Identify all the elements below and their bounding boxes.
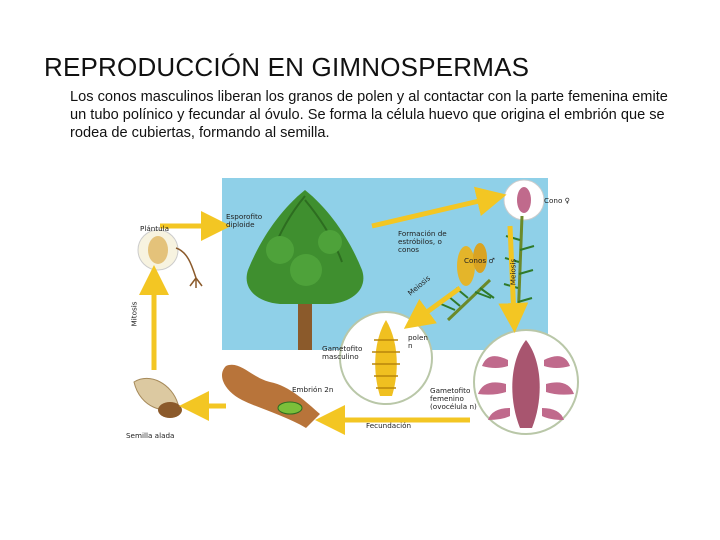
label-conos-male: Conos ♂ (464, 256, 495, 265)
life-cycle-illustration (133, 178, 579, 435)
branch-with-cones (440, 243, 495, 322)
label-formacion: Formación de estróbilos, o conos (398, 229, 447, 254)
label-plantula: Plántula (140, 224, 170, 233)
slide-body-text: Los conos masculinos liberan los granos … (70, 89, 668, 141)
pine-tree (246, 190, 364, 350)
label-esporofito: Esporofito diploide (226, 212, 263, 229)
label-cono-female: Cono ♀ (544, 196, 570, 205)
slide-title: REPRODUCCIÓN EN GIMNOSPERMAS (44, 52, 530, 82)
embryo-illustration (221, 364, 320, 428)
winged-seed (133, 377, 182, 418)
gymnosperm-life-cycle-diagram: Plántula Esporofito diploide Formación d… (126, 170, 590, 440)
label-semilla-alada: Semilla alada (126, 431, 175, 440)
label-polen: polen n (408, 333, 428, 350)
label-gametofito-femenino: Gametofito femenino (ovocélula n) (430, 386, 477, 411)
label-meiosis-right: Meiosis (508, 258, 518, 286)
male-gametophyte-circle (339, 311, 433, 405)
label-fecundacion: Fecundación (366, 421, 412, 430)
label-mitosis: Mitosis (129, 301, 139, 327)
female-gametophyte-circle (473, 329, 579, 435)
label-embrion: Embrión 2n (292, 385, 334, 394)
label-gametofito-masculino: Gametofito masculino (322, 344, 363, 361)
seedling (137, 229, 203, 288)
cycle-arrows (139, 186, 529, 435)
